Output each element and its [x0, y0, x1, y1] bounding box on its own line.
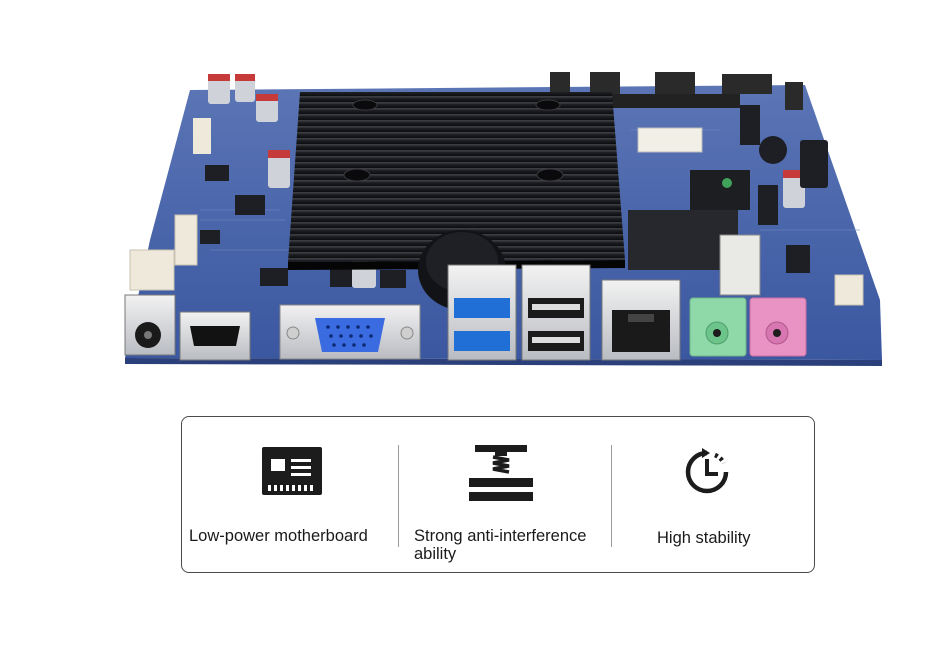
feature-label: Strong anti-interference ability	[414, 527, 587, 563]
side-connector	[834, 274, 864, 306]
hdmi-port	[179, 311, 251, 361]
feature-anti-interference: Strong anti-interference ability	[399, 417, 611, 572]
dc-jack	[124, 294, 176, 356]
compression-shield-icon	[469, 445, 533, 501]
feature-label: Low-power motherboard	[189, 527, 368, 545]
divider	[398, 445, 399, 547]
small-components	[200, 105, 828, 288]
features-panel: Low-power motherboard Strong anti-interf…	[181, 416, 815, 573]
heatsink	[288, 92, 625, 270]
divider	[611, 445, 612, 547]
power-connector	[129, 118, 211, 291]
usb3-ports	[447, 264, 517, 361]
usb2-ports	[521, 264, 591, 361]
fan-header	[637, 127, 703, 153]
audio-jack-pink	[749, 297, 807, 357]
audio-jack-green	[689, 297, 747, 357]
feature-label: High stability	[657, 529, 751, 547]
pin-headers	[550, 72, 803, 110]
clock-refresh-icon	[685, 448, 729, 494]
motherboard-photo	[124, 72, 882, 366]
memory-slot	[628, 170, 761, 296]
feature-low-power: Low-power motherboard	[182, 417, 398, 572]
vga-port	[279, 304, 421, 360]
feature-high-stability: High stability	[612, 417, 816, 572]
motherboard-icon	[262, 447, 322, 495]
ethernet-port	[601, 279, 681, 361]
